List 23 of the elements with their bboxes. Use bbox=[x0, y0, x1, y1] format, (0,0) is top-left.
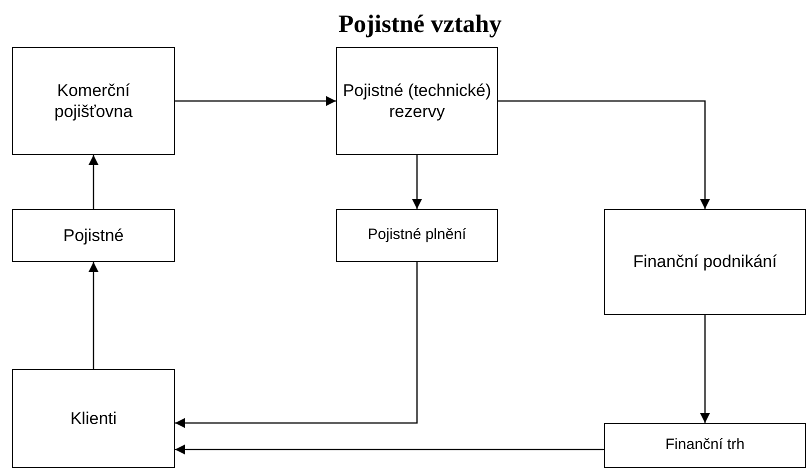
arrow bbox=[88, 155, 98, 209]
box-label: Finanční trh bbox=[665, 436, 745, 455]
box-label: Pojistné plnění bbox=[368, 226, 466, 245]
box-label: Finanční podnikání bbox=[633, 251, 777, 273]
arrow bbox=[175, 262, 418, 428]
diagram-title: Pojistné vztahy bbox=[337, 12, 503, 37]
box-label: Pojistné bbox=[63, 224, 124, 246]
process-box bbox=[336, 209, 498, 262]
arrow bbox=[498, 100, 710, 209]
box-label: Pojistné (technické) rezervy bbox=[342, 80, 492, 122]
arrow bbox=[88, 262, 98, 369]
process-box bbox=[12, 369, 175, 468]
arrow bbox=[700, 315, 710, 423]
process-box bbox=[604, 209, 806, 315]
arrow bbox=[175, 444, 604, 454]
box-label: Komerční pojišťovna bbox=[53, 80, 134, 122]
arrow bbox=[412, 155, 422, 209]
box-label: Klienti bbox=[70, 408, 117, 430]
process-box bbox=[12, 209, 175, 262]
process-box bbox=[336, 47, 498, 155]
arrow bbox=[175, 96, 336, 106]
process-box bbox=[604, 423, 806, 468]
process-box bbox=[12, 47, 175, 155]
